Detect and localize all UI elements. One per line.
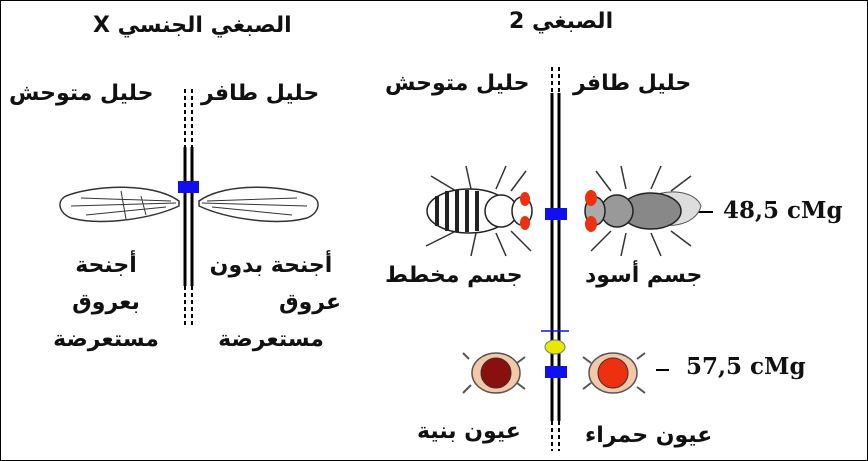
fly-mutant-black-icon — [585, 166, 701, 256]
head-brown-eyes-icon — [463, 353, 525, 393]
x-trait-wild: أجنحة بعروق مستعرضة — [41, 247, 171, 358]
x-chromosome — [178, 89, 199, 326]
x-trait-mutant-line-3: مستعرضة — [201, 321, 341, 358]
chr2-title: الصبغي 2 — [509, 9, 613, 34]
body-wild-trait: جسم مخطط — [385, 263, 523, 288]
x-trait-mutant: أجنحة بدون عروق مستعرضة — [201, 247, 341, 358]
chr2-allele-mutant-label: حليل طافر — [573, 71, 691, 96]
x-trait-wild-line-1: أجنحة — [41, 247, 171, 284]
body-locus-distance: 48,5 cMg — [723, 197, 843, 224]
centromere — [545, 340, 565, 354]
x-allele-mutant-label: حليل طافر — [201, 81, 319, 106]
x-trait-mutant-line-2: عروق — [201, 284, 341, 321]
x-chromosome-title: الصبغي الجنسي X — [93, 13, 292, 38]
head-red-eyes-icon — [583, 353, 645, 393]
fly-wild-striped-icon — [426, 166, 532, 256]
x-trait-wild-line-3: مستعرضة — [41, 321, 171, 358]
eye-wild-trait: عيون بنية — [417, 419, 521, 444]
wing-wild-icon — [60, 187, 179, 221]
chromosome-2 — [541, 67, 569, 451]
body-locus-marker — [545, 208, 567, 220]
chr2-allele-wild-label: حليل متوحش — [385, 71, 529, 96]
body-mutant-trait: جسم أسود — [585, 263, 702, 288]
eye-mutant-trait: عيون حمراء — [585, 423, 712, 448]
x-allele-wild-label: حليل متوحش — [9, 81, 153, 106]
eye-locus-distance: 57,5 cMg — [686, 353, 806, 380]
x-locus-marker — [178, 181, 199, 193]
eye-locus-marker — [545, 366, 567, 378]
x-trait-mutant-line-1: أجنحة بدون — [201, 247, 341, 284]
x-trait-wild-line-2: بعروق — [41, 284, 171, 321]
wing-mutant-icon — [199, 187, 318, 221]
